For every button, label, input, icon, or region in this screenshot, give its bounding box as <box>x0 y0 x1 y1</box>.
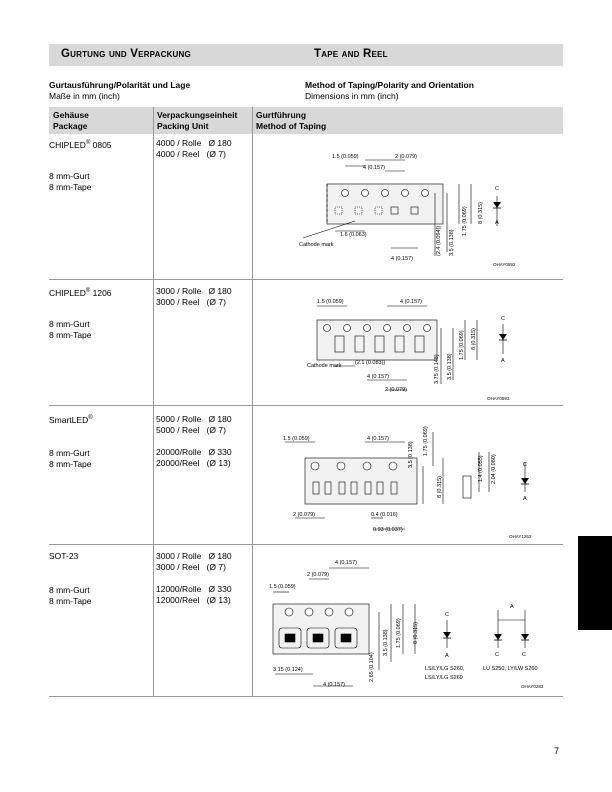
dimension-label: 0.4 (0.016) <box>371 512 398 518</box>
dimension-label: 2 (0.079) <box>385 387 407 393</box>
dimension-label: 1.6 (0.063) <box>340 232 367 238</box>
col-header-package: Gehäuse Package <box>53 110 89 131</box>
tape-width: 8 mm-Gurt 8 mm-Tape <box>49 319 92 340</box>
dimension-label: 1.5 (0.059) <box>332 154 359 160</box>
caption-de-title: Gurtausführung/Polarität und Lage <box>49 80 191 90</box>
row-divider <box>49 405 563 406</box>
dimension-label: 2 (0.079) <box>307 572 329 578</box>
variant-label: LS/LY/LG S260, <box>425 666 465 672</box>
drawing-code: OHAY0593 <box>487 396 510 401</box>
dimension-label: 8 (0.315) <box>471 328 477 350</box>
anode-label: A <box>523 496 527 502</box>
anode-label: A <box>501 358 505 364</box>
page-number: 7 <box>554 746 560 756</box>
col-header-taping: Gurtführung Method of Taping <box>256 110 327 131</box>
anode-label: A <box>510 604 514 610</box>
dimension-label: 4 (0.157) <box>363 165 385 171</box>
drawing-code: OHAY0592 <box>493 262 516 267</box>
dimension-label: 3.5 (0.138) <box>447 353 453 380</box>
package-name: CHIPLED® 0805 <box>49 139 112 150</box>
dimension-label: 3.75 (0.148) <box>434 354 440 384</box>
dimension-label: 1.5 (0.059) <box>283 436 310 442</box>
col-header-packing-unit: Verpackungseinheit Packing Unit <box>157 110 238 131</box>
column-divider <box>153 107 154 697</box>
tape-width: 8 mm-Gurt 8 mm-Tape <box>49 171 92 192</box>
cathode-label: C <box>501 316 505 322</box>
row-divider <box>49 279 563 280</box>
cathode-label: C <box>445 612 449 618</box>
packing-unit: 5000 / Rolle Ø 180 5000 / Reel (Ø 7) 200… <box>156 414 232 468</box>
dimension-label: 3.5 (0.138) <box>383 629 389 656</box>
dimension-label: 1.5 (0.059) <box>317 299 344 305</box>
chapter-tab <box>578 536 612 630</box>
packing-unit: 4000 / Rolle Ø 180 4000 / Reel (Ø 7) <box>156 138 232 159</box>
anode-label: A <box>495 220 499 226</box>
dimension-label: 4 (0.157) <box>367 436 389 442</box>
package-name: SOT-23 <box>49 551 79 561</box>
taping-drawing-smartled: 1.5 (0.059) 4 (0.157) 2 (0.079) 0.4 (0.0… <box>283 426 532 539</box>
cathode-mark-label: Cathode mark <box>307 363 342 369</box>
section-title-de: Gurtung und Verpackung <box>61 48 191 60</box>
taping-drawing-chipled-1206: 1.5 (0.059) 4 (0.157) (2.1 (0.083)) Cath… <box>307 299 510 401</box>
caption-en-sub: Dimensions in mm (inch) <box>305 91 399 101</box>
drawing-code: OHAY0283 <box>521 684 544 689</box>
dimension-label: 4 (0.157) <box>335 560 357 566</box>
caption-en-title: Method of Taping/Polarity and Orientatio… <box>305 80 474 90</box>
drawing-code: OHAY1262 <box>509 534 532 539</box>
dimension-label: 0.93 (0.037) <box>373 527 403 533</box>
anode-label: A <box>445 653 449 659</box>
dimension-label: 4 (0.157) <box>400 299 422 305</box>
dimension-label: 2 (0.079) <box>395 154 417 160</box>
row-divider <box>49 696 563 697</box>
dimension-label: 1.75 (0.069) <box>462 206 468 236</box>
dimension-label: 1.75 (0.069) <box>423 426 429 456</box>
variant-label: LU S250, LY/LW S260 <box>483 666 538 672</box>
dimension-label: 2 (0.079) <box>293 512 315 518</box>
dimension-label: 4 (0.157) <box>367 374 389 380</box>
taping-drawing-sot23: 4 (0.157) 2 (0.079) 1.5 (0.059) 3.15 (0.… <box>269 560 544 689</box>
dimension-label: 3.5 (0.138) <box>408 441 414 468</box>
tape-width: 8 mm-Gurt 8 mm-Tape <box>49 448 92 469</box>
dimension-label: 1.75 (0.069) <box>459 330 465 360</box>
dimension-label: 1.4 (0.055) <box>478 455 484 482</box>
packing-unit: 3000 / Rolle Ø 180 3000 / Reel (Ø 7) <box>156 286 232 307</box>
cathode-mark-label: Cathode mark <box>299 242 334 248</box>
caption-de: Gurtausführung/Polarität und Lage Maße i… <box>49 80 190 102</box>
dimension-label: 3.5 (0.138) <box>449 229 455 256</box>
dimension-label: 8 (0.315) <box>413 622 419 644</box>
dimension-label: 1.75 (0.069) <box>396 618 402 648</box>
cathode-label: C <box>522 652 526 658</box>
dimension-label: 4 (0.157) <box>391 256 413 262</box>
taping-drawing-chipled-0805: 1.5 (0.059) 2 (0.079) 4 (0.157) 1.6 (0.0… <box>299 154 516 267</box>
row-divider <box>49 544 563 545</box>
dimension-label: (2.1 (0.083)) <box>355 360 385 366</box>
tape-width: 8 mm-Gurt 8 mm-Tape <box>49 585 92 606</box>
column-divider <box>252 107 253 697</box>
caption-en: Method of Taping/Polarity and Orientatio… <box>305 80 474 102</box>
dimension-label: 3.15 (0.124) <box>273 667 303 673</box>
cathode-label: C <box>495 186 499 192</box>
variant-label: LS/LY/LG S269 <box>425 675 463 681</box>
cathode-label: C <box>523 462 527 468</box>
dimension-label: 8 (0.315) <box>437 476 443 498</box>
dimension-label: (2.4 (0.094)) <box>436 226 442 256</box>
package-name: SmartLED® <box>49 414 93 425</box>
dimension-label: 2.65 (0.104) <box>369 652 375 682</box>
cathode-label: C <box>495 652 499 658</box>
dimension-label: 8 (0.315) <box>478 202 484 224</box>
caption-de-sub: Maße in mm (inch) <box>49 91 120 101</box>
dimension-label: 2.04 (0.080) <box>491 454 497 484</box>
packing-unit: 3000 / Rolle Ø 180 3000 / Reel (Ø 7) 120… <box>156 551 232 605</box>
dimension-label: 1.5 (0.059) <box>269 584 296 590</box>
package-name: CHIPLED® 1206 <box>49 287 112 298</box>
section-title-en: Tape and Reel <box>314 48 388 60</box>
section-header: Gurtung und Verpackung Tape and Reel <box>49 44 563 66</box>
table-header: Gehäuse Package Verpackungseinheit Packi… <box>49 107 563 134</box>
dimension-label: 4 (0.157) <box>323 682 345 688</box>
